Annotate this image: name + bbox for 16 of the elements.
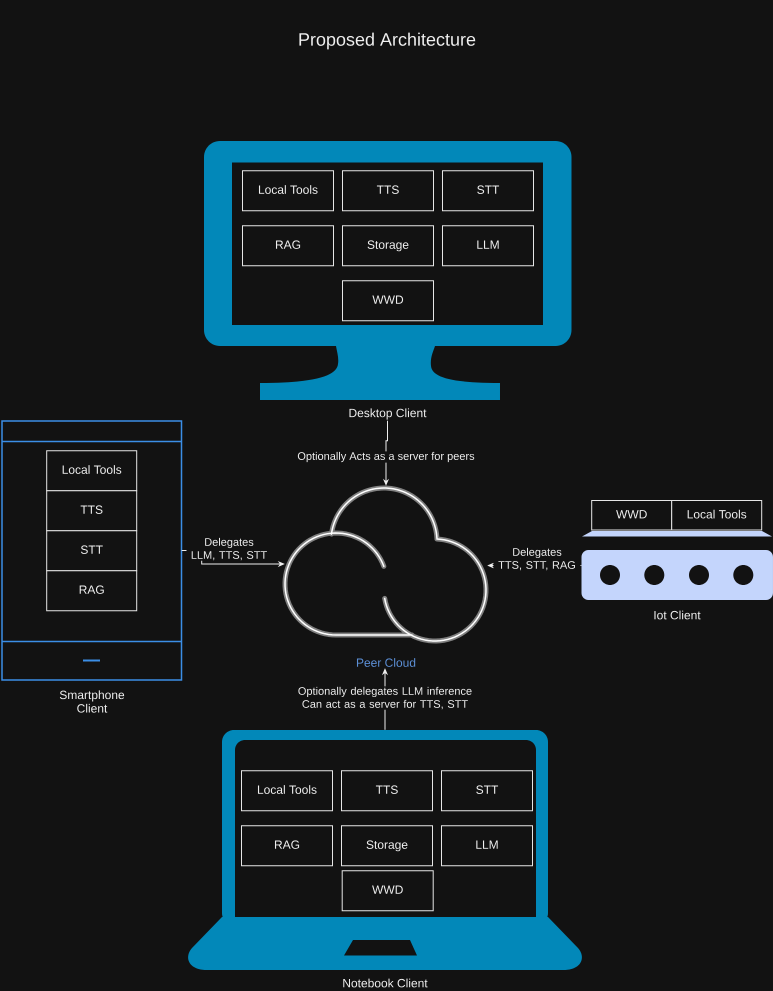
module-box: Local Tools xyxy=(46,450,138,492)
edge-label: Optionally delegates LLM inference Can act as a server for TTS, STT xyxy=(294,686,476,710)
module-box: Local Tools xyxy=(671,500,762,531)
edge-label: Delegates TTS, STT, RAG xyxy=(494,547,580,571)
module-box: STT xyxy=(46,530,138,572)
device-label: Peer Cloud xyxy=(354,657,418,668)
edge-label: Delegates LLM, TTS, STT xyxy=(186,537,272,561)
edge-label: Optionally Acts as a server for peers xyxy=(296,451,476,463)
device-label: Notebook Client xyxy=(341,978,429,988)
module-box: WWD xyxy=(591,500,672,531)
module-box: RAG xyxy=(46,570,138,612)
module-box: TTS xyxy=(46,490,138,532)
title: Proposed Architecture xyxy=(299,32,476,50)
device-label: Desktop Client xyxy=(347,407,428,421)
device-label: Iot Client xyxy=(652,610,702,620)
device-label: Smartphone Client xyxy=(51,689,133,714)
